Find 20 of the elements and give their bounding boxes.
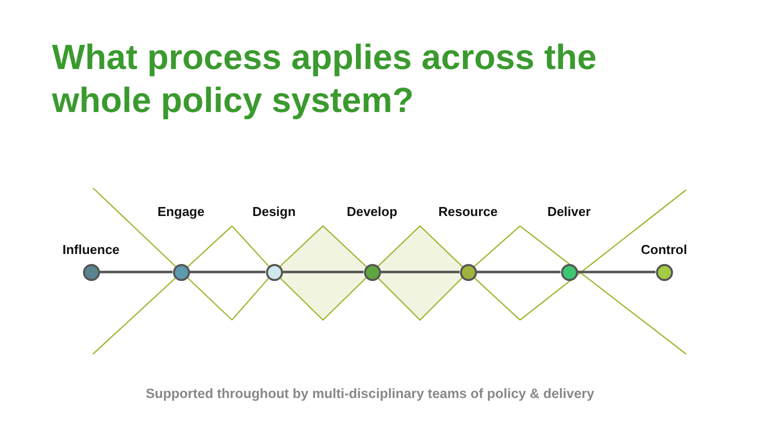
process-stage-dot xyxy=(266,264,282,280)
connector-line xyxy=(476,270,560,274)
process-stage-dot xyxy=(656,264,672,280)
connector-line xyxy=(190,270,266,274)
connector-line xyxy=(380,270,460,274)
title: What process applies across the whole policy system? xyxy=(52,37,598,122)
stage-label: Resource xyxy=(438,204,498,219)
caption: Supported throughout by multi-disciplinary teams of policy & delivery xyxy=(144,386,596,401)
process-stage-dot xyxy=(172,264,190,280)
connector-line xyxy=(100,270,172,274)
connector-line xyxy=(282,270,364,274)
connector-line xyxy=(578,270,656,274)
stage-label: Deliver xyxy=(547,204,591,219)
stage-label: Design xyxy=(252,204,296,219)
stage-label: Engage xyxy=(158,204,204,219)
stage-label: Control xyxy=(640,242,688,257)
stage-label: Develop xyxy=(346,204,398,219)
process-stage-dot xyxy=(82,264,100,280)
process-stage-dot xyxy=(560,264,578,280)
stage-label: Influence xyxy=(62,242,120,257)
